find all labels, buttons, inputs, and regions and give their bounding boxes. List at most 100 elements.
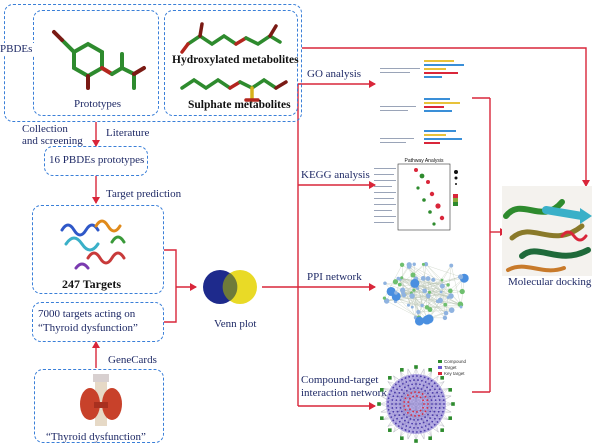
thyroid-dysfunction-box [34,369,164,443]
ppi-node [409,293,415,299]
target-node [418,391,420,394]
ppi-node [397,282,402,287]
target-node [416,431,418,433]
prototypes-count-label: 16 PBDEs prototypes [49,154,145,166]
target-node [398,391,401,394]
pbdes-box [4,4,302,122]
target-node [423,376,426,379]
target-node [419,383,421,386]
ppi-node [412,262,416,266]
target-node [430,399,433,402]
target-prediction-label: Target prediction [106,188,182,200]
thyroid-targets-label: 7000 targets acting on “Thyroid dysfunct… [38,307,138,335]
target-node [436,414,439,417]
target-node [437,395,440,398]
target-node [431,391,434,394]
target-node [409,388,412,390]
ppi-node [392,279,399,285]
venn-overlap [222,273,238,301]
target-node [430,406,433,409]
ppi-node [420,303,424,308]
thyroid-targets-line1: 7000 targets acting on [38,308,136,320]
target-node [410,414,413,416]
ppi-node [423,262,429,267]
ppi-node [459,302,464,307]
collection-label-line1: Collection [22,123,68,135]
go-analysis-thumbnail [380,60,464,144]
compound-target-network-thumbnail: Compound Target Key target [377,359,467,443]
ppi-node [412,288,416,292]
target-node [422,421,425,424]
target-node [430,426,433,429]
kegg-analysis-thumbnail: Pathway Analysis [374,158,458,231]
ppi-node [424,305,430,310]
compound-node [380,416,384,420]
target-node [393,414,396,417]
target-node [434,399,437,401]
target-node [398,420,401,423]
target-node [433,410,436,413]
molecular-docking-label: Molecular docking [508,276,592,288]
ppi-node [459,305,463,309]
target-node [397,425,400,427]
target-node [414,415,416,417]
ppi-network-thumbnail [382,262,469,326]
target-node [394,383,397,386]
target-node [440,391,443,394]
thyroid-dysfunction-label: “Thyroid dysfunction” [46,431,146,443]
compound-node [414,365,418,369]
protein-structure-image [60,219,126,270]
target-node [413,427,415,429]
target-node [428,383,431,385]
molecular-docking-image [502,186,592,276]
ppi-node [443,310,449,316]
target-node [429,410,432,413]
hydroxylated-molecule-image [180,22,282,54]
hydroxylated-label: Hydroxylated metabolites [172,54,299,66]
target-node [431,403,433,405]
thyroid-image [80,374,122,426]
ppi-node [420,275,426,281]
ppi-node [400,276,404,280]
target-node [404,408,407,411]
target-node [404,429,407,431]
target-node [400,388,403,391]
targets-box [32,205,164,294]
target-node [404,377,407,379]
target-node [420,418,423,420]
ppi-node [431,277,436,282]
compound-node [380,388,384,392]
target-node [422,406,424,409]
ppi-node [410,272,416,278]
ppi-node [383,298,390,304]
ppi-node [415,286,420,290]
target-node [405,425,408,427]
target-node [424,416,426,419]
target-node [406,394,409,397]
target-node [419,430,422,433]
target-node [404,397,407,400]
target-node [440,414,443,417]
target-node [421,413,424,415]
target-node [403,405,406,407]
ppi-node [414,316,424,326]
target-node [413,418,415,421]
target-node [412,410,415,413]
target-node [391,399,394,401]
ppi-node [443,302,448,307]
target-node [411,422,413,425]
ppi-node [382,296,387,300]
target-node [394,422,397,425]
target-node [412,375,414,378]
target-node [403,386,406,389]
target-node [387,397,390,400]
target-node [415,383,417,385]
target-node [433,423,436,426]
target-node [419,422,421,425]
compound-node [451,402,455,406]
target-node [392,395,395,398]
target-node [401,427,403,430]
thyroid-targets-line2: “Thyroid dysfunction” [38,322,138,334]
thyroid-targets-box [32,302,164,342]
